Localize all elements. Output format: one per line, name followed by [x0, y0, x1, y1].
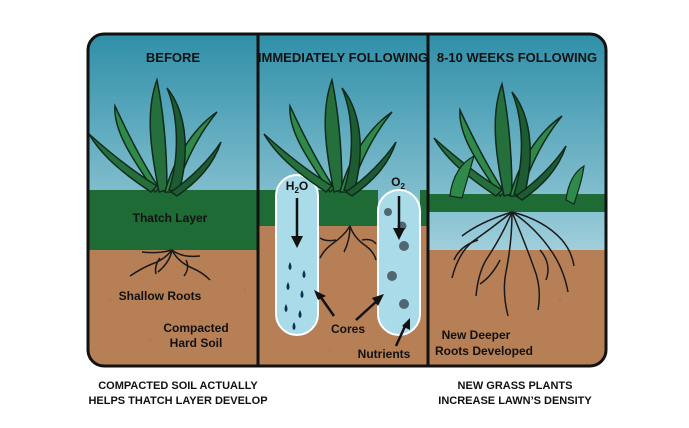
panel-title-weeks: 8-10 WEEKS FOLLOWING [437, 50, 597, 65]
caption-left-line2: HELPS THATCH LAYER DEVELOP [88, 395, 267, 407]
cores-label: Cores [331, 322, 365, 336]
caption-right-line1: NEW GRASS PLANTS [458, 380, 573, 392]
shallow-roots-label: Shallow Roots [119, 289, 202, 303]
nutrients-label: Nutrients [358, 347, 411, 361]
water-drops [284, 262, 306, 330]
new-shoot-left [449, 154, 475, 199]
arrows [291, 196, 410, 347]
water-core [275, 174, 319, 336]
thatch-layer-after [428, 194, 606, 212]
deep-roots [451, 211, 575, 317]
thatch-layer-label: Thatch Layer [133, 211, 208, 225]
new-shoot-right [565, 164, 585, 205]
deeper-roots-label-line2: Roots Developed [435, 344, 533, 358]
thatch-layer-middle-left [258, 190, 276, 226]
thatch-layer-middle-right [420, 190, 428, 226]
thatch-layer-before [88, 190, 258, 250]
compacted-soil-label-line1: Compacted [163, 321, 228, 335]
panel-title-immediately: IMMEDIATELY FOLLOWING [258, 50, 428, 65]
middle-roots [319, 225, 377, 261]
caption-left-line1: COMPACTED SOIL ACTUALLY [98, 380, 258, 392]
thatch-layer-middle [318, 190, 378, 226]
oxygen-label: O2 [391, 175, 405, 191]
diagram-panels [88, 34, 606, 366]
panel-title-before: BEFORE [146, 50, 201, 65]
water-label: H2O [286, 179, 308, 195]
soil-layer [88, 250, 606, 366]
compacted-soil-label-line2: Hard Soil [170, 336, 223, 350]
caption-right-line2: INCREASE LAWN’S DENSITY [438, 395, 592, 407]
shallow-roots [129, 249, 211, 281]
diagram-frame [86, 32, 608, 368]
deeper-roots-label-line1: New Deeper [442, 328, 511, 342]
oxygen-core [377, 189, 421, 336]
